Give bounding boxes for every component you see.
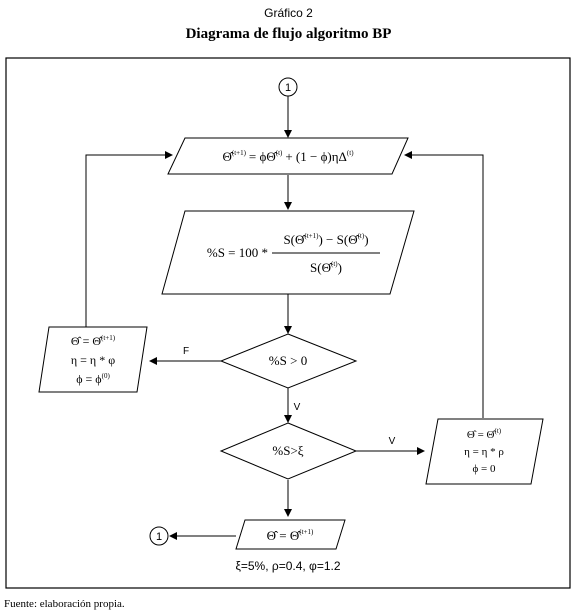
- left-box-line1: Θ̂ = Θ̂(t+1): [71, 334, 116, 348]
- decision1-label: %S > 0: [269, 353, 307, 368]
- left-box-line2: η = η * φ: [71, 353, 115, 367]
- decision-threshold: %S>ξ: [219, 422, 358, 480]
- end-connector: 1: [149, 526, 169, 546]
- parameters-note: ξ=5%, ρ=0.4, φ=1.2: [235, 559, 340, 573]
- edge-label-true-1: V: [294, 402, 301, 413]
- right-box-line2: η = η * ρ: [464, 446, 504, 458]
- percent-step: %S = 100 * S(Θ̂(t+1)) − S(Θ̂(t)) S(Θ̂(t)…: [161, 210, 415, 295]
- output-step: Θ̂ = Θ̂(t+1): [235, 519, 346, 550]
- decision2-label: %S>ξ: [272, 443, 303, 458]
- update-step: Θ̂(t+1)= ϕΘ̂(t)+ (1 − ϕ)ηΔ(t): [167, 137, 409, 175]
- flow-edges: [85, 96, 484, 540]
- end-connector-label: 1: [156, 531, 162, 543]
- update-formula: Θ̂(t+1)= ϕΘ̂(t)+ (1 − ϕ)ηΔ(t): [222, 149, 354, 164]
- right-box-line3: ϕ = 0: [473, 463, 496, 475]
- percent-formula-lhs: %S = 100 *: [207, 245, 268, 260]
- figure-title: Diagrama de flujo algoritmo BP: [185, 26, 392, 42]
- percent-formula-numerator: S(Θ̂(t+1)) − S(Θ̂(t)): [283, 232, 368, 247]
- figure-caption: Gráfico 2: [264, 6, 313, 20]
- edge-rightbox-loop: [404, 151, 484, 418]
- source-note: Fuente: elaboración propia.: [4, 598, 125, 610]
- decision-positive-change: %S > 0: [219, 333, 358, 389]
- percent-formula-denominator: S(Θ̂(t)): [310, 260, 342, 275]
- reset-step-box: Θ̂ = Θ̂(t+1) η = η * φ ϕ = ϕ(0): [38, 326, 148, 393]
- start-connector: 1: [278, 77, 298, 97]
- accept-step-box: Θ̂ = Θ̂(t) η = η * ρ ϕ = 0: [425, 418, 544, 485]
- edge-leftbox-loop: [85, 151, 173, 327]
- right-box-line1: Θ̂ = Θ̂(t): [467, 427, 502, 441]
- start-connector-label: 1: [285, 82, 291, 94]
- left-box-line3: ϕ = ϕ(0): [76, 372, 110, 386]
- diagram-frame: [5, 57, 571, 589]
- output-formula: Θ̂ = Θ̂(t+1): [267, 528, 314, 543]
- edge-label-true-2: V: [389, 436, 396, 447]
- edge-label-false: F: [183, 346, 189, 357]
